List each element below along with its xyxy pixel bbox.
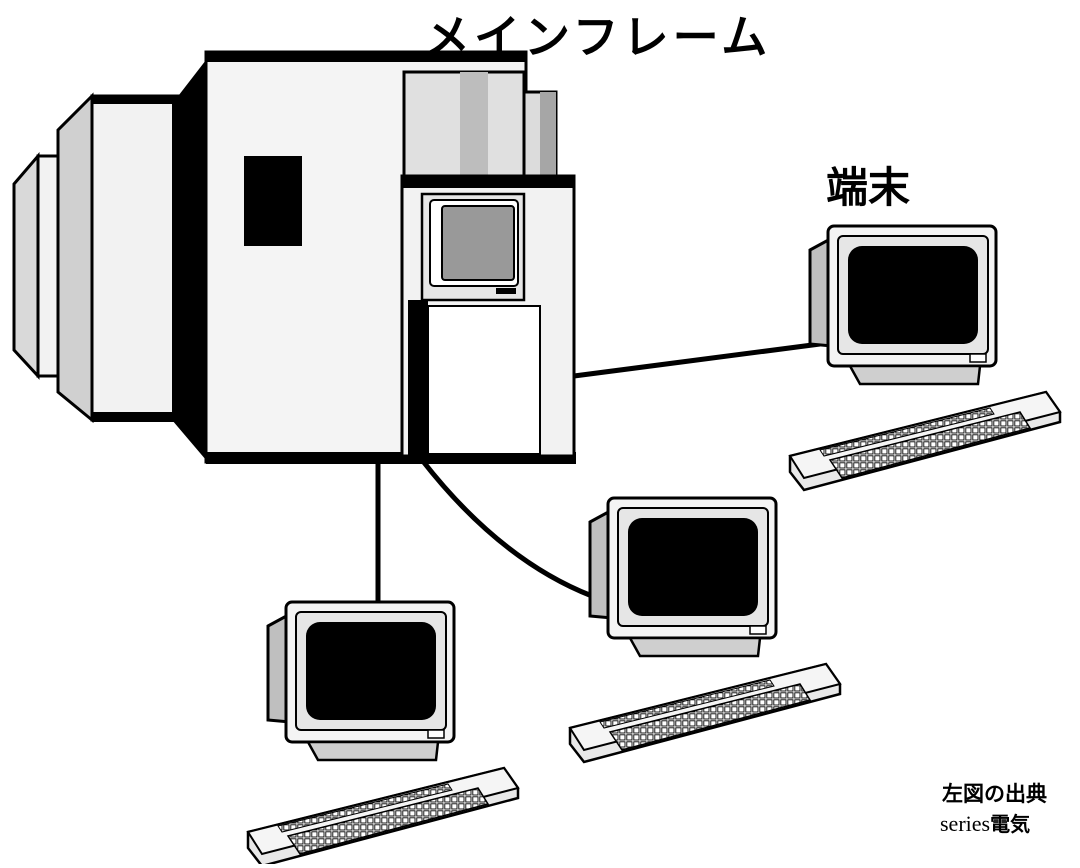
terminal-right-icon xyxy=(788,224,1062,492)
terminal-center-icon xyxy=(568,496,842,764)
credit-line-2-latin: series xyxy=(940,811,991,836)
source-credit: 左図の出典 series電気 xyxy=(940,778,1080,864)
mainframe-label: メインフレーム xyxy=(424,10,772,64)
terminal-left-icon xyxy=(246,600,520,868)
mainframe-icon xyxy=(12,50,576,464)
credit-line-1: 左図の出典 xyxy=(942,782,1047,806)
credit-line-2-kanji: 電気 xyxy=(990,812,1031,836)
terminal-label: 端末 xyxy=(826,163,911,212)
cables xyxy=(375,341,821,602)
credit-line-2: series電気 xyxy=(940,808,1030,837)
